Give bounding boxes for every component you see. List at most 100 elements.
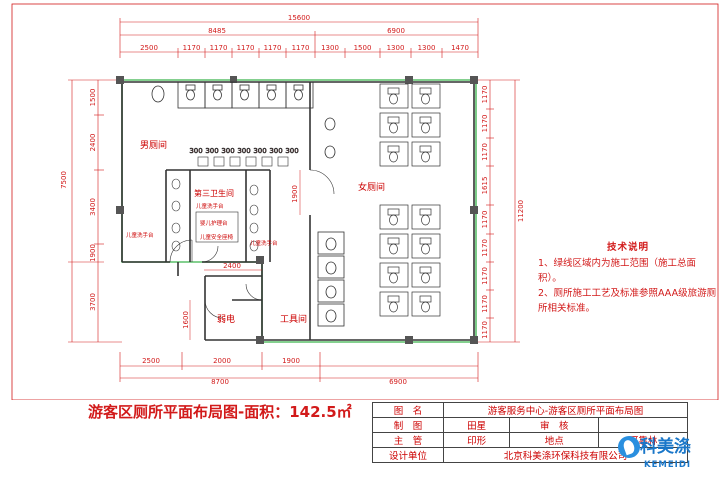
female-left-stalls [317, 117, 345, 327]
care-area [195, 211, 239, 243]
room-weak: 弱电 [217, 313, 235, 325]
urinal [261, 156, 273, 167]
notes-title: 技术说明 [606, 242, 649, 253]
toilet-bowl [325, 309, 337, 323]
right-dimension-lines [478, 79, 520, 343]
female-stall [411, 112, 441, 138]
toilet-tank [185, 84, 196, 91]
dim-urinal-4: 300 [253, 147, 266, 155]
logo-name-en: KEMEIDI [644, 460, 692, 470]
toilet-bowl [325, 285, 337, 299]
dim-urinal-5: 300 [269, 147, 282, 155]
tb-value-name: 游客服务中心-游客区厕所平面布局图 [443, 402, 688, 418]
female-stall [379, 204, 409, 230]
dim-right-3: 1615 [481, 177, 489, 195]
dim-right-2: 1170 [481, 143, 489, 161]
fixture [171, 222, 181, 234]
dim-top-6: 1300 [321, 44, 339, 52]
toilet-bowl [421, 272, 430, 284]
toilet-tank [387, 295, 400, 303]
toilet-bowl [240, 89, 249, 101]
door-arcs [169, 169, 335, 319]
note-item-2: 2、厕所施工工艺及标准参照AAA级旅游厕所相关标准。 [538, 288, 717, 314]
fixture [171, 178, 181, 190]
dim-top-right-total: 6900 [387, 27, 405, 35]
room-male: 男厕间 [140, 139, 167, 151]
toilet-stall [285, 81, 314, 109]
room-tool: 工具间 [280, 313, 307, 325]
bottom-dimension-lines [119, 352, 479, 382]
toilet-bowl [213, 89, 222, 101]
toilet-bowl [389, 272, 398, 284]
toilet-tank [419, 208, 432, 216]
dim-bottom-left-total: 8700 [211, 378, 229, 386]
toilet-bowl [421, 122, 430, 134]
label-baby-changer: 婴儿护理台 [200, 219, 228, 227]
dim-left-total: 7500 [60, 171, 68, 189]
dim-top-8: 1300 [387, 44, 405, 52]
room-female: 女厕间 [358, 181, 385, 193]
dim-right-total: 11200 [517, 200, 525, 222]
toilet-tank [419, 237, 432, 245]
female-stall [379, 141, 409, 167]
fixture [249, 222, 259, 234]
label-kids-basin-top: 儿童洗手台 [196, 202, 224, 210]
dim-urinal-2: 300 [221, 147, 234, 155]
female-stall [379, 83, 409, 109]
toilet-tank [212, 84, 223, 91]
toilet-bowl [421, 214, 430, 226]
female-stall [411, 83, 441, 109]
female-stall [411, 204, 441, 230]
toilet-bowl [421, 301, 430, 313]
top-dimension-lines [119, 18, 479, 58]
male-stalls [151, 81, 314, 109]
female-stall [379, 112, 409, 138]
dim-left-0: 1500 [89, 89, 97, 107]
note-item-1: 1、绿线区域内为施工范围（施工总面积）。 [538, 258, 697, 284]
dim-left-4: 3700 [89, 293, 97, 311]
urinal [197, 156, 209, 167]
toilet-tank [387, 87, 400, 95]
tb-label-review: 审 核 [509, 417, 600, 433]
company-logo: 科美涤 KEMEIDI [618, 430, 720, 480]
label-kids-basin-right: 儿童洗手台 [250, 239, 278, 247]
dim-top-5: 1170 [292, 44, 310, 52]
toilet-tank [266, 84, 277, 91]
toilet-bowl [267, 89, 276, 101]
dim-bottom-1: 2000 [213, 357, 231, 365]
dim-left-1: 2400 [89, 134, 97, 152]
toilet-bowl [294, 89, 303, 101]
toilet-tank [419, 145, 432, 153]
toilet-tank [293, 84, 304, 91]
toilet-bowl [389, 214, 398, 226]
dim-urinal-1: 300 [205, 147, 218, 155]
female-stall [411, 141, 441, 167]
droplet-icon [618, 436, 640, 458]
urinal [213, 156, 225, 167]
toilet-tank [387, 208, 400, 216]
fixture [249, 184, 259, 196]
toilet-bowl [421, 93, 430, 105]
dim-right-1: 1170 [481, 115, 489, 133]
toilet-bowl [325, 261, 337, 275]
dim-top-10: 1470 [451, 44, 469, 52]
tb-label-draw: 制 图 [372, 417, 444, 433]
toilet-tank [387, 237, 400, 245]
dim-right-8: 1170 [481, 321, 489, 339]
female-stall [411, 233, 441, 259]
dim-top-7: 1500 [354, 44, 372, 52]
tb-label-designer: 设计单位 [372, 447, 444, 463]
fixture [171, 240, 181, 252]
toilet-bowl [324, 117, 336, 131]
dim-top-left-total: 8485 [208, 27, 226, 35]
toilet-tank [419, 266, 432, 274]
toilet-bowl [389, 301, 398, 313]
dim-urinal-6: 300 [285, 147, 298, 155]
dim-right-0: 1170 [481, 86, 489, 104]
label-kids-seat: 儿童安全座椅 [200, 233, 234, 241]
dim-right-7: 1170 [481, 295, 489, 313]
female-stall [411, 262, 441, 288]
structural-columns [116, 76, 478, 344]
